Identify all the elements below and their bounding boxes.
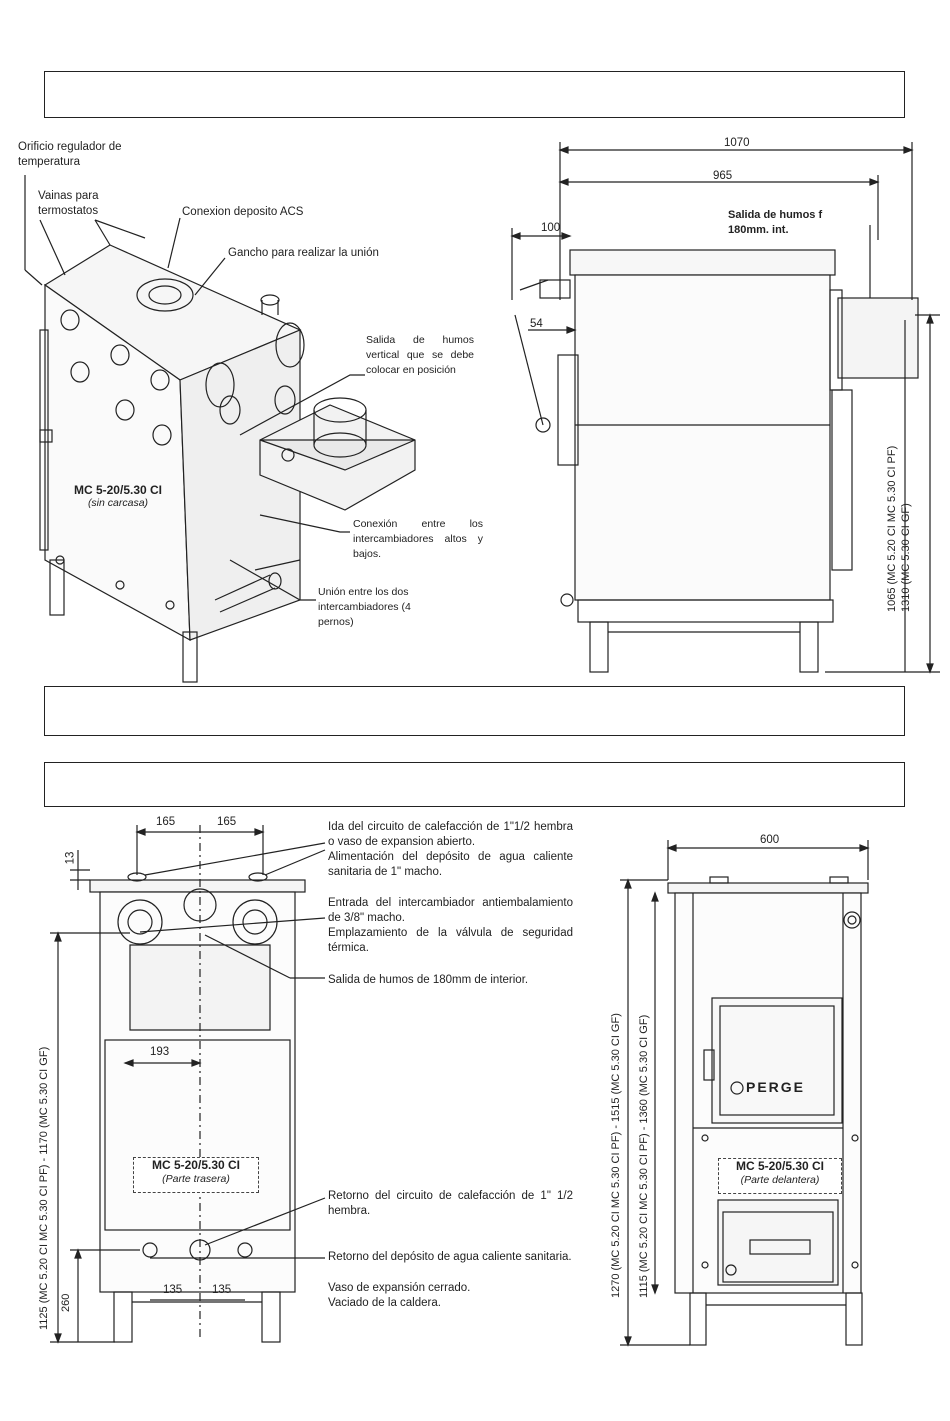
brand-logo-perge: PERGE — [746, 1079, 806, 1095]
dim-54: 54 — [530, 318, 543, 330]
caption-subtitle-front: (Parte delantera) — [740, 1174, 820, 1186]
label-union-inter: Unión entre los dos intercambiadores (4 … — [318, 586, 411, 628]
caption-parte-delantera: MC 5-20/5.30 CI (Parte delantera) — [718, 1158, 842, 1194]
note-ida-circuito: Ida del circuito de calefacción de 1"1/2… — [328, 821, 573, 848]
label-orificio: Orificio regulador de temperatura — [18, 141, 122, 168]
label-gancho: Gancho para realizar la unión — [228, 247, 379, 259]
caption-title: MC 5-20/5.30 CI — [151, 1158, 241, 1172]
label-conexion-acs: Conexion deposito ACS — [182, 206, 304, 218]
vert-dim-1065: 1065 (MC 5.20 CI MC 5.30 CI PF) — [886, 445, 898, 612]
dim-13: 13 — [64, 851, 77, 865]
side-view-drawing — [510, 142, 940, 674]
vert-dim-1310: 1310 (MC 5.30 CI GF) — [900, 503, 912, 612]
vert-dim-1270: 1270 (MC 5.20 CI MC 5.30 CI PF) - 1515 (… — [610, 1013, 622, 1298]
note-valvula-seguridad: Emplazamiento de la válvula de seguridad… — [328, 927, 573, 954]
header-box-3 — [44, 762, 905, 807]
note-vaciado: Vaciado de la caldera. — [328, 1297, 441, 1309]
label-vainas: Vainas para termostatos — [38, 190, 99, 217]
dim-600: 600 — [760, 834, 780, 846]
dim-165-left: 165 — [156, 816, 176, 828]
model-subtitle: (sin carcasa) — [87, 497, 149, 509]
caption-parte-trasera: MC 5-20/5.30 CI (Parte trasera) — [133, 1157, 259, 1193]
dim-135-left: 135 — [163, 1284, 183, 1296]
dim-260: 260 — [60, 1293, 72, 1312]
note-salida-humos: Salida de humos de 180mm de interior. — [328, 974, 529, 986]
dim-135-right: 135 — [212, 1284, 232, 1296]
model-title: MC 5-20/5.30 CI — [73, 483, 163, 497]
note-vaso-expansion: Vaso de expansión cerrado. — [328, 1282, 471, 1294]
label-conexion-inter: Conexión entre los intercambiadores alto… — [353, 518, 483, 560]
note-entrada-intercambiador: Entrada del intercambiador antiembalamie… — [328, 897, 573, 924]
dim-1070: 1070 — [724, 137, 750, 149]
dim-965: 965 — [713, 170, 733, 182]
dim-100: 100 — [541, 222, 561, 234]
rear-view-drawing — [50, 825, 326, 1344]
dim-193: 193 — [150, 1046, 170, 1058]
caption-title-front: MC 5-20/5.30 CI — [735, 1159, 825, 1173]
header-box-1 — [44, 71, 905, 118]
label-salida-vertical: Salida de humos vertical que se debe col… — [366, 334, 474, 376]
dim-165-right: 165 — [217, 816, 237, 828]
label-salida-humos-f: Salida de humos f 180mm. int. — [728, 209, 823, 236]
note-retorno-acs: Retorno del depósito de agua caliente sa… — [328, 1251, 572, 1263]
note-alimentacion-acs: Alimentación del depósito de agua calien… — [328, 851, 573, 878]
vert-dim-1125: 1125 (MC 5.20 CI MC 5.30 CI PF) - 1170 (… — [38, 1046, 50, 1330]
vert-dim-1115: 1115 (MC 5.20 CI MC 5.30 CI PF) - 1360 (… — [638, 1014, 650, 1298]
front-view-drawing — [620, 840, 870, 1347]
isometric-boiler-drawing — [24, 175, 416, 683]
model-label-sin-carcasa: MC 5-20/5.30 CI (sin carcasa) — [58, 483, 178, 509]
note-retorno-calefaccion: Retorno del circuito de calefacción de 1… — [328, 1190, 573, 1217]
caption-subtitle: (Parte trasera) — [162, 1173, 230, 1185]
header-box-2 — [44, 686, 905, 736]
